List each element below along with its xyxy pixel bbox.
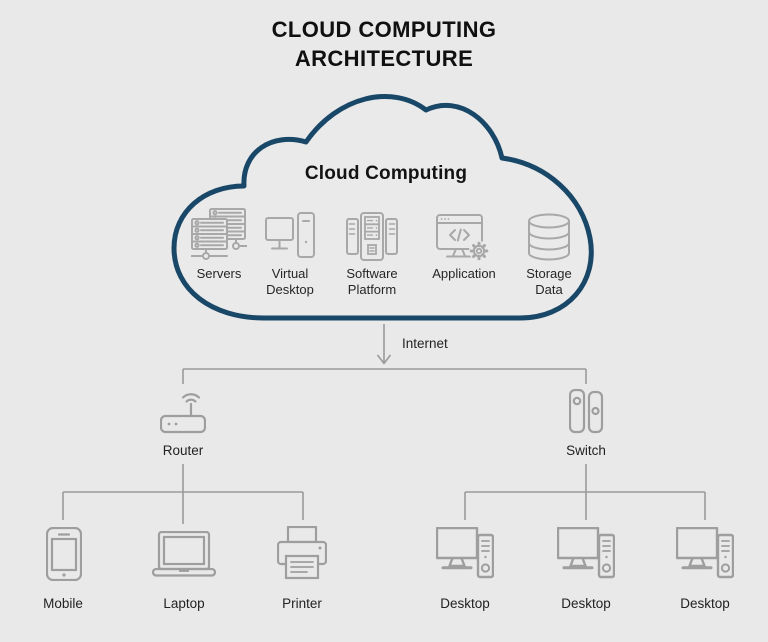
internet-label: Internet <box>402 336 448 351</box>
cloud-item-software-platform: Software Platform <box>322 206 422 298</box>
cloud-item-servers: Servers <box>169 206 269 282</box>
desktop-icon <box>557 527 615 579</box>
router-label: Router <box>162 443 204 458</box>
servers-icon <box>191 208 247 260</box>
cloud-item-label: Application <box>432 266 496 281</box>
cloud-item-label: Virtual Desktop <box>266 266 314 297</box>
desktop-label: Desktop <box>440 596 490 611</box>
mobile-icon <box>46 527 82 581</box>
mobile-label: Mobile <box>43 596 83 611</box>
page-title: CLOUD COMPUTING ARCHITECTURE <box>0 15 768 73</box>
desktop-icon <box>436 527 494 579</box>
desktop-label: Desktop <box>561 596 611 611</box>
cloud-item-label: Storage Data <box>526 266 572 297</box>
cloud-item-storage-data: Storage Data <box>499 206 599 298</box>
application-icon <box>436 214 489 261</box>
cloud-item-application: Application <box>414 206 514 282</box>
cloud-item-label: Software Platform <box>346 266 398 297</box>
storage-data-icon <box>528 213 570 261</box>
router-icon <box>160 393 206 434</box>
desktop-icon <box>676 527 734 579</box>
cloud-shape <box>171 94 594 321</box>
virtual-desktop-icon <box>265 212 315 258</box>
desktop-label: Desktop <box>680 596 730 611</box>
switch-icon <box>569 389 604 434</box>
laptop-label: Laptop <box>163 596 205 611</box>
page-title-line1: CLOUD COMPUTING <box>271 17 497 42</box>
printer-label: Printer <box>282 596 322 611</box>
cloud-label: Cloud Computing <box>304 163 468 184</box>
printer-icon <box>277 526 327 580</box>
laptop-icon <box>152 531 216 577</box>
cloud-item-virtual-desktop: Virtual Desktop <box>240 206 340 298</box>
switch-label: Switch <box>566 443 606 458</box>
software-platform-icon <box>346 212 398 261</box>
cloud-item-label: Servers <box>196 266 242 281</box>
page-title-line2: ARCHITECTURE <box>294 46 474 71</box>
